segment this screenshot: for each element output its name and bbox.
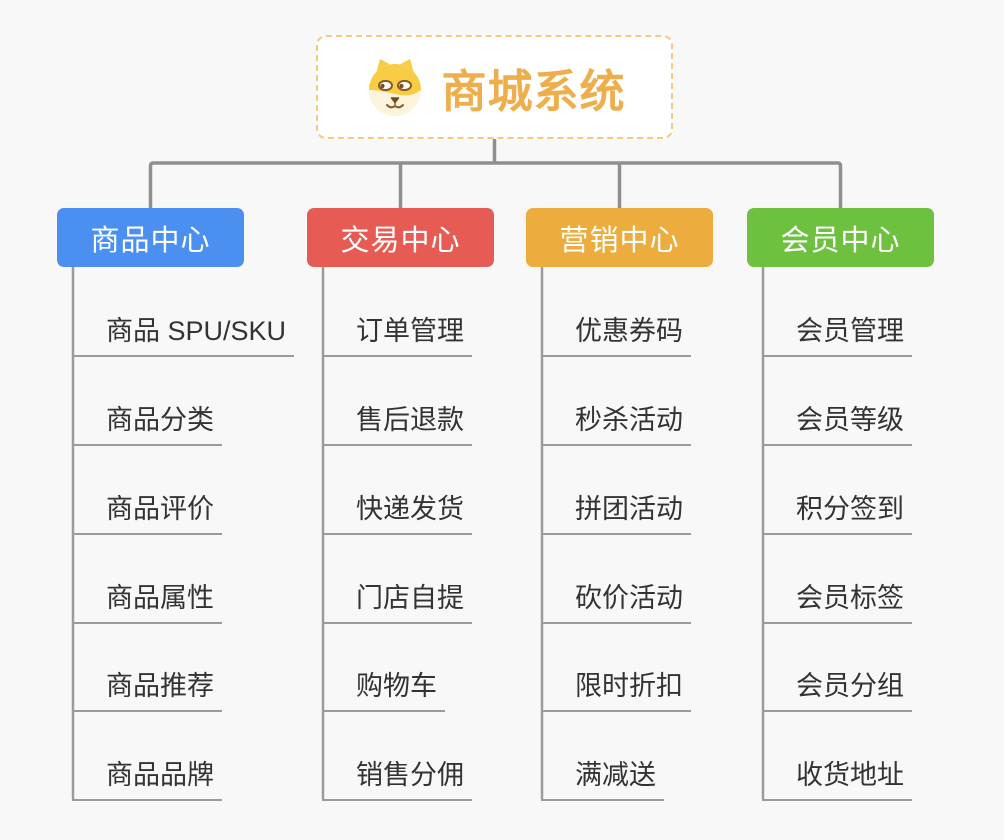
branch-item[interactable]: 拼团活动	[541, 492, 691, 535]
root-title: 商城系统	[441, 65, 626, 117]
branch-item[interactable]: 会员等级	[762, 403, 912, 446]
branch-item[interactable]: 商品属性	[72, 581, 222, 624]
branch-item[interactable]: 购物车	[322, 669, 445, 712]
branch-item[interactable]: 会员标签	[762, 581, 912, 624]
branch-item[interactable]: 商品推荐	[72, 669, 222, 712]
branch-header[interactable]: 会员中心	[747, 208, 934, 267]
branch-item[interactable]: 门店自提	[322, 581, 472, 624]
branch-header[interactable]: 商品中心	[57, 208, 244, 267]
branch-item[interactable]: 秒杀活动	[541, 403, 691, 446]
branch-item[interactable]: 积分签到	[762, 492, 912, 535]
branch-item[interactable]: 商品品牌	[72, 758, 222, 801]
root-node[interactable]: 商城系统	[316, 35, 673, 139]
branch-item[interactable]: 收货地址	[762, 758, 912, 801]
branch-item[interactable]: 快递发货	[322, 492, 472, 535]
branch-item[interactable]: 销售分佣	[322, 758, 472, 801]
branch-item[interactable]: 售后退款	[322, 403, 472, 446]
branch-item[interactable]: 商品分类	[72, 403, 222, 446]
branch-item[interactable]: 满减送	[541, 758, 664, 801]
branch-item[interactable]: 会员管理	[762, 314, 912, 357]
branch-item[interactable]: 限时折扣	[541, 669, 691, 712]
branch-item[interactable]: 会员分组	[762, 669, 912, 712]
branch-item[interactable]: 商品 SPU/SKU	[72, 314, 295, 357]
branch-header[interactable]: 营销中心	[526, 208, 713, 267]
branch-item[interactable]: 订单管理	[322, 314, 472, 357]
branch-header[interactable]: 交易中心	[307, 208, 494, 267]
branch-item[interactable]: 商品评价	[72, 492, 222, 535]
dog-face-icon	[369, 59, 422, 116]
branch-item[interactable]: 优惠券码	[541, 314, 691, 357]
branch-item[interactable]: 砍价活动	[541, 581, 691, 624]
